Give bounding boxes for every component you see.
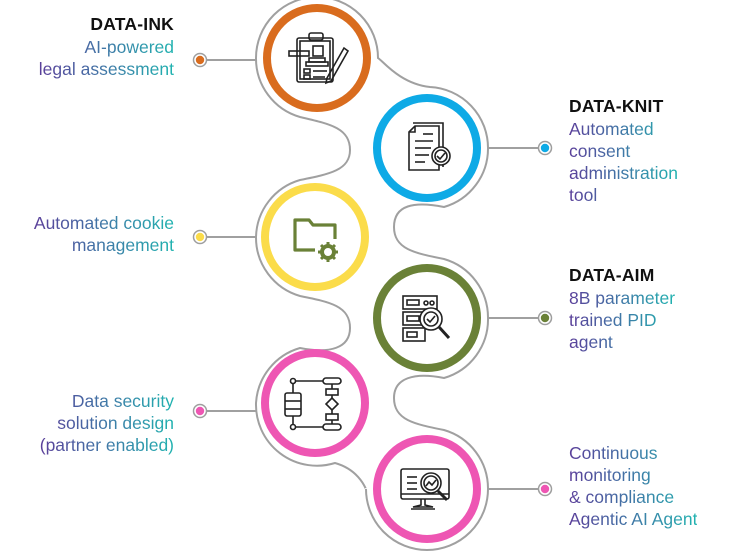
step-description: AI-powered legal assessment [39,36,174,80]
legal-clipboard-gavel-icon [288,32,350,85]
step-ring-3 [261,183,369,291]
step-description: Continuous monitoring & compliance Agent… [569,442,697,530]
desc-line: Agentic AI Agent [569,509,698,529]
step-label-2: DATA-KNIT Automated consent administrati… [569,94,678,206]
connector-dot-fill-3 [195,232,205,242]
desc-line: Continuous [569,443,658,463]
connector-dot-fill-6 [540,484,550,494]
desc-line: & compliance [569,487,675,507]
document-check-icon [408,122,451,171]
server-flowchart-icon [284,377,342,431]
step-ring-5 [261,349,369,457]
desc-line: monitoring [569,465,651,485]
step-description: 8B parameter trained PID agent [569,287,675,353]
connector-dot-fill-2 [540,143,550,153]
step-label-4: DATA-AIM 8B parameter trained PID agent [569,263,675,353]
desc-line: 8B parameter [569,288,676,308]
desc-line: solution design [57,413,174,433]
desc-line: Data security [71,391,174,411]
step-label-6: Continuous monitoring & compliance Agent… [569,442,697,530]
step-description: Automated cookie management [34,212,174,256]
step-title: DATA-KNIT [569,96,664,116]
step-description: Automated consent administration tool [569,118,678,206]
desc-line: Automated cookie [33,213,174,233]
connector-dot-fill-4 [540,313,550,323]
step-label-5: Data security solution design (partner e… [40,390,174,456]
step-label-3: Automated cookie management [34,212,174,256]
step-label-1: DATA-INK AI-powered legal assessment [39,12,174,80]
desc-line: agent [569,332,613,352]
monitor-analytics-icon [400,468,450,510]
desc-line: Automated [569,119,654,139]
desc-line: management [71,235,174,255]
desc-line: AI-powered [84,37,174,57]
step-title: DATA-AIM [569,265,655,285]
desc-line: trained PID [569,310,657,330]
desc-line: administration [569,163,678,183]
desc-line: consent [569,141,631,161]
desc-line: tool [569,185,598,205]
step-title: DATA-INK [90,14,174,34]
folder-gear-icon [293,218,338,262]
desc-line: legal assessment [38,59,174,79]
serpentine-outline [254,0,490,551]
step-description: Data security solution design (partner e… [40,390,174,456]
server-search-icon [402,295,451,342]
connector-dot-fill-1 [195,55,205,65]
desc-line: (partner enabled) [39,435,174,455]
connector-dot-fill-5 [195,406,205,416]
connectors [206,59,539,490]
